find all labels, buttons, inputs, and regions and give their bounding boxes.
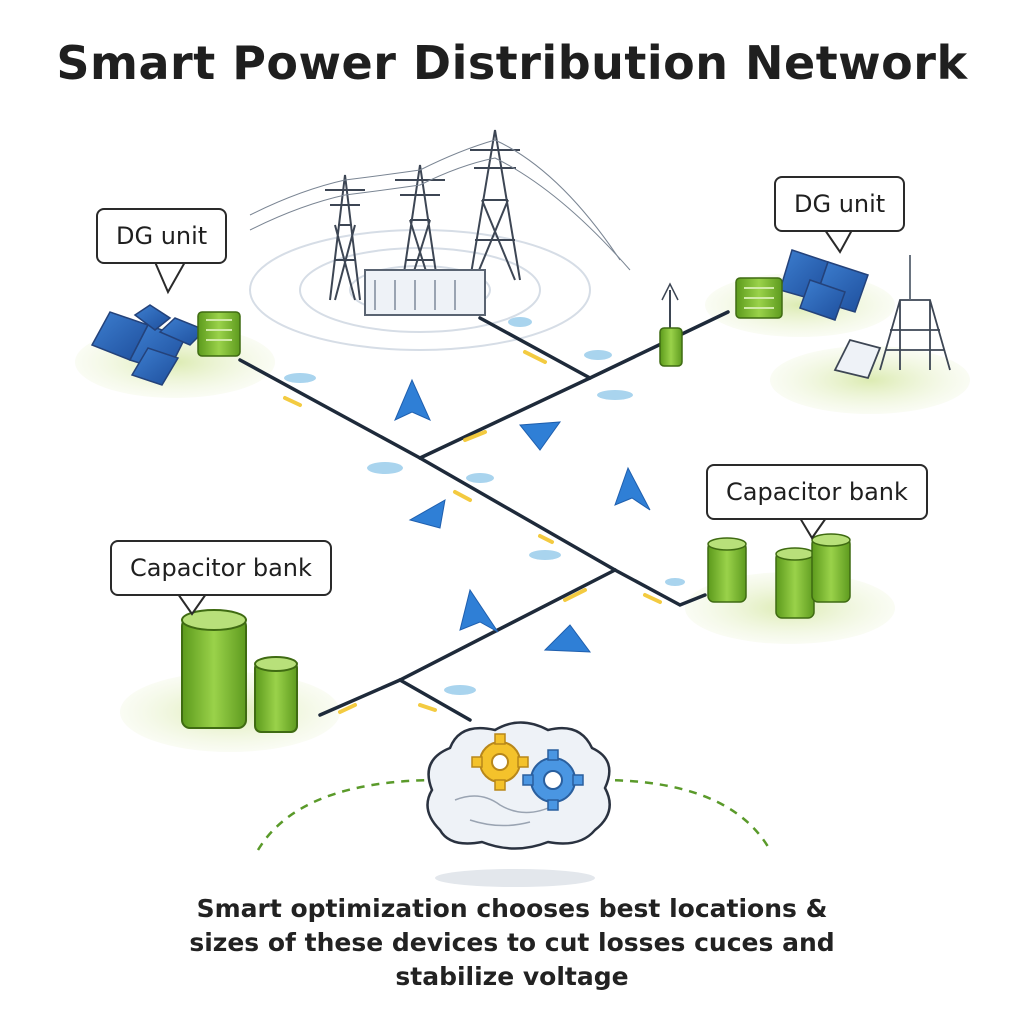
caption-line-1: Smart optimization chooses best location… [196,894,828,923]
ripple-marks [284,317,685,695]
capacitor-bank-right [707,533,851,619]
callout-capacitor-bank-left: Capacitor bank [110,540,332,596]
arrow-left-1 [408,499,446,529]
feeder-lines [238,310,730,722]
callout-tails [154,229,853,616]
direction-arrows [394,378,651,653]
callout-dg-unit-left: DG unit [96,208,228,264]
diagram-title: Smart Power Distribution Network [56,36,968,90]
tower-right [833,255,951,380]
dg-unit-right [735,249,869,321]
pole-battery [659,282,683,367]
arrow-right-1 [543,624,592,653]
transmission-towers [249,129,631,316]
flow-markers [283,350,662,714]
gear-yellow-icon [471,733,529,791]
callout-capacitor-bank-right: Capacitor bank [706,464,928,520]
arrow-down-1 [519,421,562,451]
caption-line-2: sizes of these devices to cut losses cuc… [189,928,835,957]
substation-rings [249,229,591,351]
gear-blue-icon [522,749,584,811]
caption: Smart optimization chooses best location… [112,892,912,994]
arrow-up-2 [614,466,651,511]
ground-patch-tower-right [770,346,970,414]
arrow-up-1 [394,378,431,422]
brain-cloud-icon [426,721,611,850]
dg-unit-left [90,304,241,386]
caption-line-3: stabilize voltage [395,962,629,991]
callout-dg-unit-right: DG unit [774,176,906,232]
capacitor-bank-left [181,609,298,733]
optimization-arc [256,778,772,851]
brain-shadow [435,869,595,887]
arrow-up-3 [459,588,499,633]
